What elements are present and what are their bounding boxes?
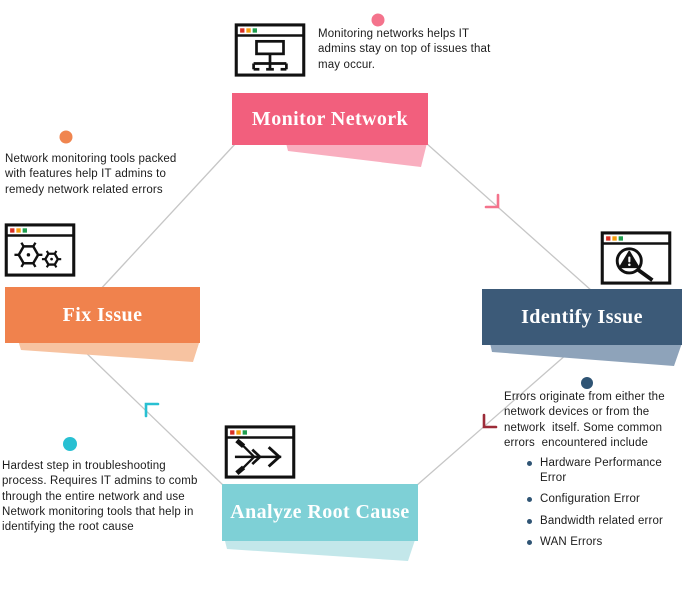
- stage-description-monitor-network: Monitoring networks helps IT admins stay…: [318, 28, 491, 71]
- bullet-dot-icon: [527, 540, 532, 546]
- bullet-dot-icon: [527, 461, 532, 466]
- stage-banner-monitor-network: Monitor Network: [232, 93, 428, 145]
- connector-line-analyze-fix: [79, 346, 225, 487]
- ribbon-fold-fix: [18, 340, 200, 362]
- stage-dot-analyze: [63, 437, 77, 451]
- connector-line-monitor-identify: [425, 142, 593, 292]
- bullet-dot-icon: [527, 518, 532, 524]
- ribbon-fold-monitor: [285, 139, 428, 167]
- stage-dot-identify: [581, 377, 593, 389]
- list-item: Hardware Performance Error: [527, 456, 690, 486]
- stage-description-identify-issue: Errors originate from either the network…: [504, 391, 669, 449]
- connector-line-identify-analyze: [415, 346, 576, 487]
- stage-banner-analyze-root-cause: Analyze Root Cause: [222, 484, 418, 541]
- flow-arrow-monitor-to-identify: [484, 193, 500, 209]
- list-item-label: Configuration Error: [540, 493, 641, 506]
- list-item: WAN Errors: [527, 535, 690, 550]
- stage-description-analyze-root-cause: Hardest step in troubleshooting process.…: [2, 460, 198, 534]
- error-types-list: Hardware Performance Error Configuration…: [527, 456, 690, 557]
- stage-banner-label: Analyze Root Cause: [230, 501, 410, 523]
- list-item-label: Hardware Performance Error: [540, 457, 662, 484]
- stage-banner-label: Identify Issue: [521, 305, 643, 328]
- bullet-dot-icon: [527, 497, 532, 503]
- stage-banner-fix-issue: Fix Issue: [5, 287, 200, 343]
- connector-line-monitor-fix: [97, 142, 237, 293]
- list-item: Bandwidth related error: [527, 514, 690, 529]
- ribbon-fold-identify: [490, 343, 682, 366]
- browser-warning-search-icon: [600, 231, 672, 285]
- ribbon-fold-analyze: [224, 537, 416, 561]
- stage-dot-monitor: [371, 13, 385, 27]
- browser-fishbone-icon: [224, 425, 296, 479]
- flow-arrow-analyze-to-fix: [144, 402, 160, 418]
- stage-banner-label: Fix Issue: [62, 303, 143, 326]
- browser-gears-icon: [4, 223, 76, 277]
- stage-dot-fix: [59, 130, 73, 144]
- flow-arrow-identify-to-analyze: [482, 413, 498, 429]
- list-item-label: Bandwidth related error: [540, 514, 663, 527]
- list-item-label: WAN Errors: [540, 536, 603, 549]
- browser-network-tree-icon: [234, 23, 306, 77]
- stage-banner-identify-issue: Identify Issue: [482, 289, 682, 345]
- stage-banner-label: Monitor Network: [251, 107, 409, 130]
- stage-description-fix-issue: Network monitoring tools packed with fea…: [5, 153, 177, 196]
- list-item: Configuration Error: [527, 492, 690, 507]
